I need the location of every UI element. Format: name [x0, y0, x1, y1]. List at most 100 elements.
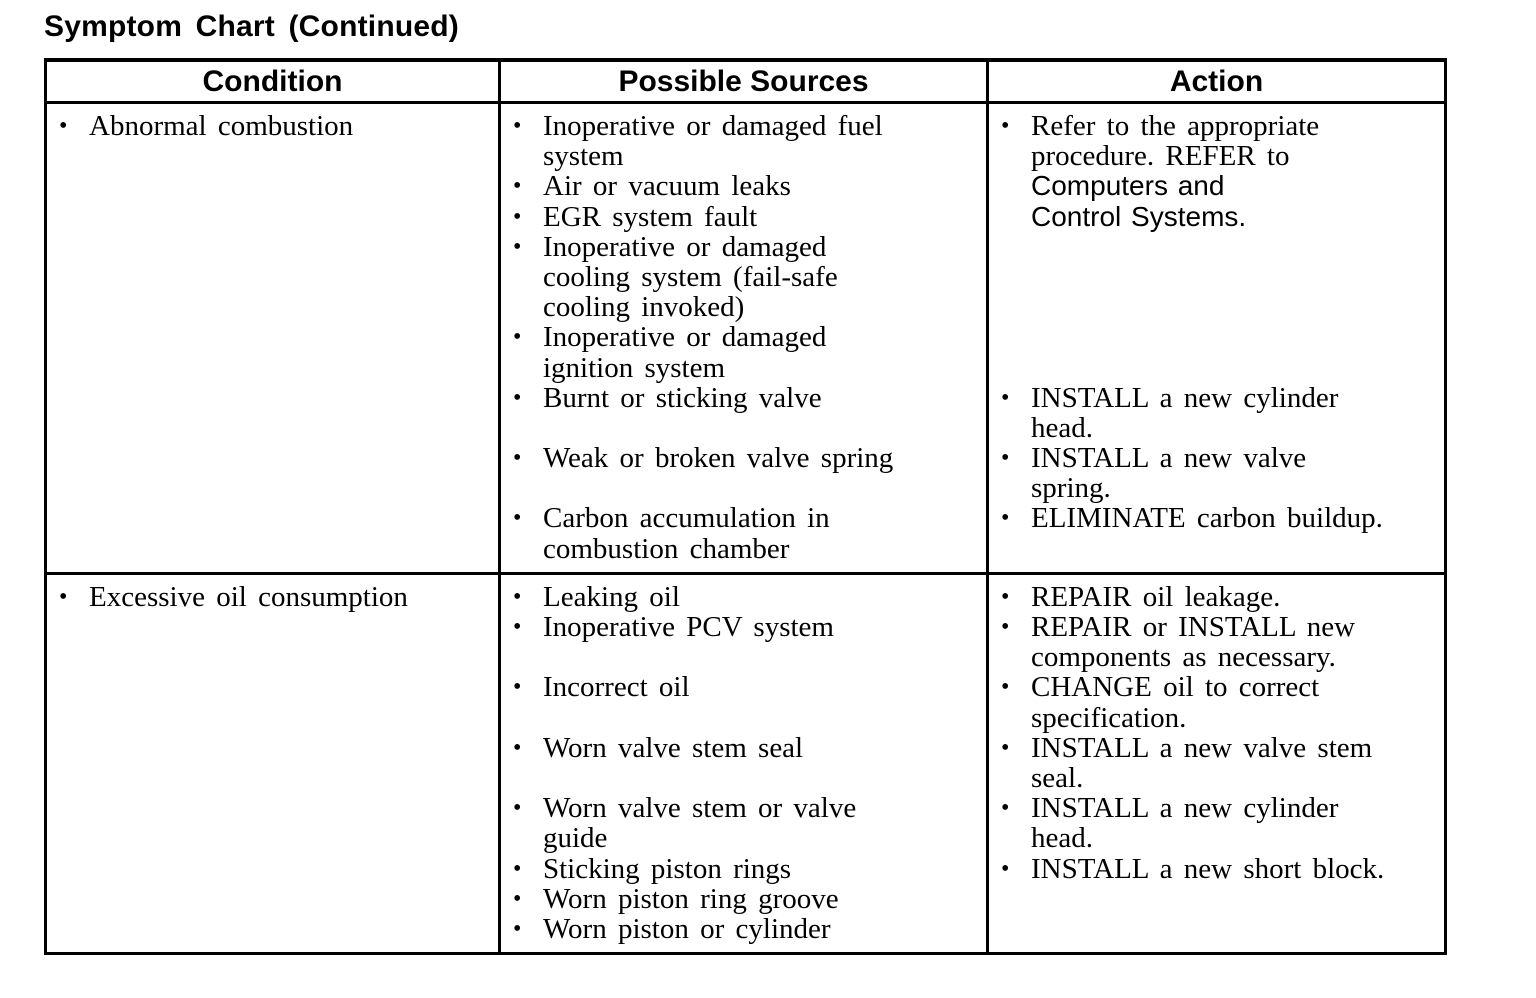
- text-line: •Abnormal combustion: [47, 111, 494, 141]
- line-text: combustion chamber: [543, 532, 790, 565]
- line-text: Inoperative or damaged: [543, 321, 827, 354]
- bullet-icon: •: [513, 233, 522, 260]
- line-text: Burnt or sticking valve: [543, 381, 822, 414]
- header-possible-sources: Possible Sources: [498, 60, 988, 104]
- bullet-icon: [989, 763, 1031, 793]
- text-line: seal.: [989, 763, 1440, 793]
- text-line: •Worn valve stem seal: [501, 733, 982, 763]
- bullet-icon: [989, 642, 1031, 672]
- line-text: Worn piston or cylinder: [543, 912, 831, 945]
- blank-line: [989, 353, 1440, 383]
- text-line: •REPAIR oil leakage.: [989, 582, 1440, 612]
- bullet-icon: [989, 473, 1031, 503]
- text-line: cooling invoked): [501, 292, 982, 322]
- action-cell: •REPAIR oil leakage.•REPAIR or INSTALL n…: [986, 571, 1446, 954]
- header-condition: Condition: [45, 60, 500, 104]
- line-text: seal.: [1031, 761, 1084, 794]
- bullet-icon: •: [513, 614, 522, 640]
- blank-line: [989, 292, 1440, 322]
- blank-line: [501, 413, 982, 443]
- bullet-icon: •: [513, 674, 522, 701]
- line-text: Worn valve stem or valve: [543, 792, 857, 825]
- text-line: •Air or vacuum leaks: [501, 171, 982, 201]
- line-text: Air or vacuum leaks: [543, 170, 791, 203]
- text-line: •EGR system fault: [501, 201, 982, 231]
- bullet-icon: •: [1001, 674, 1010, 701]
- text-line: •Inoperative or damaged: [501, 232, 982, 262]
- line-text: REPAIR or INSTALL new: [1031, 611, 1356, 643]
- line-text: Computers and: [1031, 170, 1225, 202]
- blank-line: [989, 322, 1440, 352]
- blank-line: [989, 232, 1440, 262]
- text-line: •Sticking piston rings: [501, 852, 982, 885]
- text-line: guide: [501, 823, 982, 853]
- bullet-icon: [501, 262, 543, 292]
- line-text: Refer to the appropriate: [1031, 110, 1320, 142]
- blank-line: [989, 262, 1440, 292]
- line-text: CHANGE oil to correct: [1031, 671, 1320, 704]
- text-line: • Carbon accumulation in: [501, 503, 982, 533]
- condition-cell: •Abnormal combustion: [46, 103, 500, 574]
- sources-cell: •Leaking oil•Inoperative PCV system•Inco…: [498, 571, 988, 954]
- bullet-icon: [501, 823, 543, 853]
- line-text: cooling invoked): [543, 291, 745, 324]
- text-line: combustion chamber: [501, 532, 982, 565]
- bullet-icon: •: [513, 885, 522, 912]
- text-line: • REPAIR or INSTALL new: [989, 612, 1440, 642]
- text-line: • Weak or broken valve spring: [501, 443, 982, 473]
- text-line: • CHANGE oil to correct: [989, 672, 1440, 702]
- line-text: head.: [1031, 411, 1093, 444]
- text-line: • Burnt or sticking valve: [501, 381, 982, 414]
- line-text: Weak or broken valve spring: [543, 442, 894, 475]
- text-line: head.: [989, 823, 1440, 853]
- line-text: Control Systems.: [1031, 200, 1247, 232]
- line-text: Incorrect oil: [543, 671, 690, 704]
- bullet-icon: •: [1001, 583, 1010, 610]
- bullet-icon: •: [513, 384, 522, 411]
- text-line: •INSTALL a new valve: [989, 443, 1440, 473]
- text-line: specification.: [989, 702, 1440, 733]
- bullet-icon: [501, 353, 543, 383]
- table-row: •Excessive oil consumption•Leaking oil•I…: [45, 571, 1446, 954]
- bullet-icon: [989, 171, 1031, 201]
- table-header-row: Condition Possible Sources Action: [45, 60, 1446, 104]
- text-line: • Worn piston or cylinder: [501, 914, 982, 944]
- line-text: ignition system: [543, 351, 726, 384]
- text-line: • Excessive oil consumption: [47, 582, 494, 612]
- line-text: INSTALL a new valve: [1031, 442, 1307, 475]
- bullet-icon: •: [513, 795, 522, 822]
- line-text: Sticking piston rings: [543, 852, 792, 885]
- bullet-icon: •: [59, 583, 68, 610]
- bullet-icon: •: [59, 113, 68, 139]
- bullet-icon: [989, 703, 1031, 733]
- line-text: system: [543, 140, 624, 173]
- symptom-table: Condition Possible Sources Action •Abnor…: [44, 58, 1447, 956]
- line-text: Carbon accumulation in: [543, 502, 830, 535]
- bullet-icon: •: [513, 445, 522, 472]
- blank-line: [501, 473, 982, 503]
- symptom-table-body: •Abnormal combustion•Inoperative or dama…: [45, 102, 1446, 954]
- line-text: cooling system (fail-safe: [543, 260, 838, 293]
- blank-line: [501, 703, 982, 733]
- text-line: • Worn valve stem or valve: [501, 793, 982, 823]
- line-text: Inoperative PCV system: [543, 611, 834, 643]
- text-line: cooling system (fail-safe: [501, 262, 982, 292]
- line-text: Leaking oil: [543, 580, 680, 613]
- line-text: head.: [1031, 822, 1093, 855]
- line-text: components as necessary.: [1031, 641, 1336, 674]
- bullet-icon: [501, 141, 543, 171]
- line-text: ELIMINATE carbon buildup.: [1031, 502, 1383, 535]
- bullet-icon: •: [513, 505, 522, 532]
- bullet-icon: •: [1001, 734, 1010, 761]
- text-line: •INSTALL a new cylinder: [989, 382, 1440, 412]
- text-line: ignition system: [501, 351, 982, 384]
- bullet-icon: •: [513, 915, 522, 942]
- line-text: Excessive oil consumption: [89, 580, 408, 613]
- text-line: •Leaking oil: [501, 582, 982, 612]
- text-line: procedure. REFER to: [989, 141, 1440, 171]
- bullet-icon: •: [1001, 505, 1010, 532]
- text-line: •Inoperative or damaged fuel: [501, 111, 982, 141]
- line-text: spring.: [1031, 472, 1111, 505]
- bullet-icon: •: [1001, 614, 1010, 640]
